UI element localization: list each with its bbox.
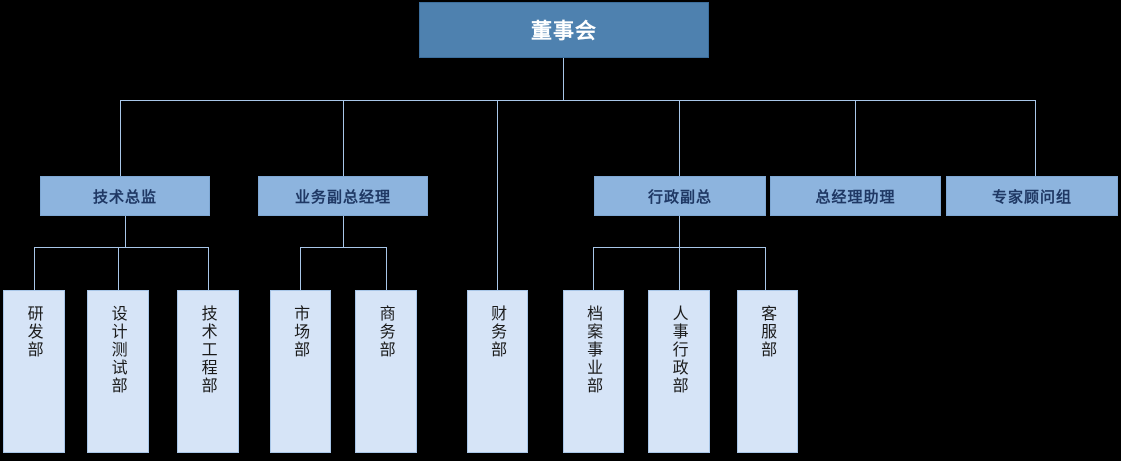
org-node-label: 技术工程部	[198, 305, 218, 395]
connector-admin-vp-drop	[679, 216, 680, 247]
org-node-archive-dept[interactable]: 档案事业部	[563, 290, 624, 453]
org-node-admin-vp[interactable]: 行政副总	[594, 176, 766, 216]
connector-root-drop	[563, 58, 564, 101]
org-node-hr-admin-dept[interactable]: 人事行政部	[648, 290, 710, 453]
org-node-commerce-dept[interactable]: 商务部	[355, 290, 417, 453]
org-node-tech-eng-dept[interactable]: 技术工程部	[177, 290, 239, 453]
connector-drop-finance-dept	[497, 100, 498, 290]
org-node-expert-group[interactable]: 专家顾问组	[946, 176, 1118, 216]
connector-drop-marketing-dept	[300, 247, 301, 290]
org-node-label: 档案事业部	[584, 305, 604, 395]
org-node-label: 董事会	[531, 19, 597, 43]
org-node-label: 人事行政部	[669, 305, 689, 395]
org-node-label: 专家顾问组	[991, 187, 1072, 206]
connector-drop-admin-vp	[679, 100, 680, 176]
org-node-label: 商务部	[376, 305, 396, 359]
connector-drop-hr-admin-dept	[679, 247, 680, 290]
connector-drop-business-vp	[343, 100, 344, 176]
org-node-service-dept[interactable]: 客服部	[737, 290, 798, 453]
connector-drop-tech-eng-dept	[208, 247, 209, 290]
org-node-business-vp[interactable]: 业务副总经理	[258, 176, 428, 216]
org-node-label: 研发部	[24, 305, 44, 359]
connector-drop-service-dept	[765, 247, 766, 290]
org-node-label: 行政副总	[647, 187, 712, 206]
connector-drop-tech-director	[120, 100, 121, 176]
org-node-label: 设计测试部	[108, 305, 128, 395]
org-node-label: 技术总监	[92, 187, 157, 206]
org-node-design-test-dept[interactable]: 设计测试部	[87, 290, 149, 453]
connector-drop-expert-group	[1035, 100, 1036, 176]
org-node-label: 业务副总经理	[294, 187, 391, 206]
connector-business-vp-drop	[343, 216, 344, 247]
org-node-tech-director[interactable]: 技术总监	[40, 176, 210, 216]
connector-drop-gm-assistant	[855, 100, 856, 176]
connector-level1-bus	[120, 100, 1036, 101]
connector-drop-rd-dept	[34, 247, 35, 290]
org-node-label: 财务部	[488, 305, 508, 359]
connector-tech-director-bus	[34, 247, 208, 248]
org-node-label: 客服部	[758, 305, 778, 359]
connector-drop-archive-dept	[593, 247, 594, 290]
connector-drop-commerce-dept	[386, 247, 387, 290]
org-node-gm-assistant[interactable]: 总经理助理	[770, 176, 941, 216]
org-node-label: 总经理助理	[815, 187, 896, 206]
org-node-finance-dept[interactable]: 财务部	[467, 290, 528, 453]
connector-drop-design-test-dept	[118, 247, 119, 290]
connector-tech-director-drop	[125, 216, 126, 247]
org-node-rd-dept[interactable]: 研发部	[3, 290, 65, 453]
org-node-label: 市场部	[291, 305, 311, 359]
connector-business-vp-bus	[300, 247, 386, 248]
org-node-marketing-dept[interactable]: 市场部	[270, 290, 331, 453]
org-node-board[interactable]: 董事会	[419, 2, 709, 58]
